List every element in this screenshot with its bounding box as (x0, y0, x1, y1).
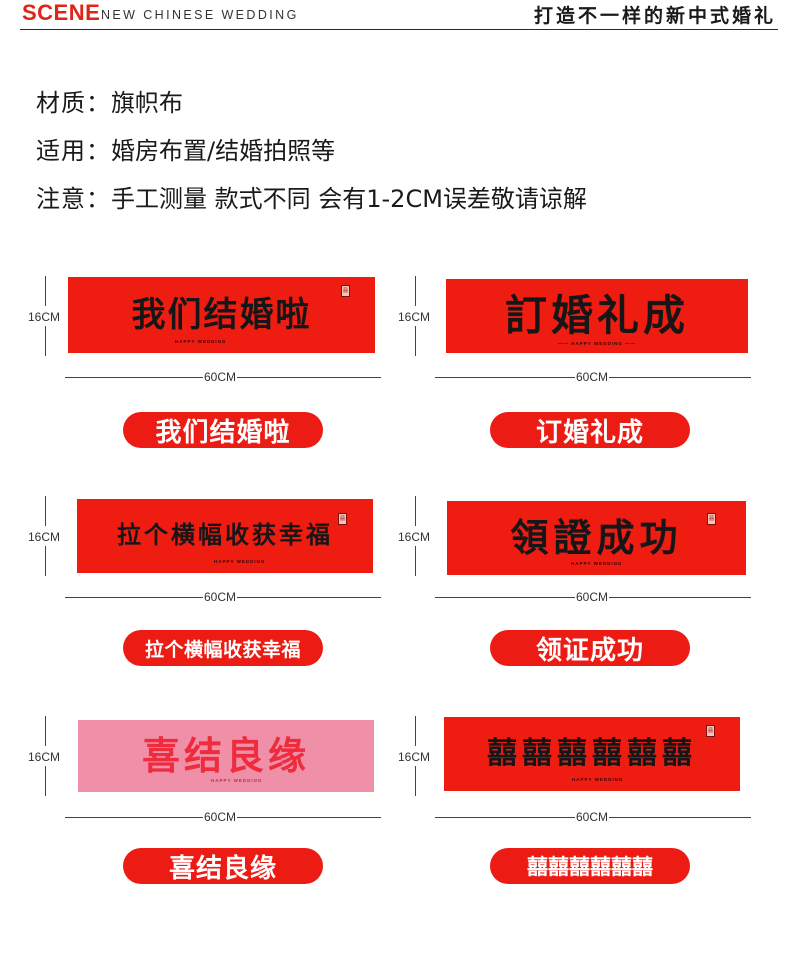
spec-usage: 适用：婚房布置/结婚拍照等 (36, 124, 587, 172)
spec-value: 婚房布置/结婚拍照等 (111, 136, 336, 165)
seal-stamp: 囍 (341, 285, 350, 297)
height-dimension-line (45, 276, 46, 306)
width-dimension-label: 60CM (575, 370, 610, 384)
spec-note: 注意：手工测量 款式不同 会有1-2CM误差敬请谅解 (36, 172, 587, 220)
banner-tagline: HAPPY WEDDING (211, 778, 263, 783)
height-dimension-line (415, 716, 416, 746)
spec-list: 材质：旗帜布 适用：婚房布置/结婚拍照等 注意：手工测量 款式不同 会有1-2C… (36, 76, 587, 220)
product-card: 16CM 拉个横幅收获幸福 HAPPY WEDDING 囍 60CM 拉个横幅收… (20, 490, 390, 710)
width-dimension-label: 60CM (203, 810, 238, 824)
height-dimension-line (415, 276, 416, 306)
spec-value: 手工测量 款式不同 会有1-2CM误差敬请谅解 (111, 184, 587, 213)
seal-stamp: 囍 (707, 513, 716, 525)
banner-tagline: HAPPY WEDDING (175, 339, 227, 344)
width-dimension-label: 60CM (575, 590, 610, 604)
height-dimension-line (45, 716, 46, 746)
height-dimension-label: 16CM (398, 310, 431, 324)
banner-preview[interactable]: 我们结婚啦 HAPPY WEDDING 囍 (68, 277, 375, 353)
banner-calligraphy: 我们结婚啦 (131, 294, 312, 335)
product-name-button[interactable]: 领证成功 (490, 630, 690, 666)
height-dimension-label: 16CM (28, 750, 61, 764)
spec-key: 材质： (36, 88, 111, 117)
banner-calligraphy: 囍囍囍囍囍囍 (487, 736, 697, 771)
height-dimension-line (45, 496, 46, 526)
height-dimension-line (415, 326, 416, 356)
product-name-button[interactable]: 订婚礼成 (490, 412, 690, 448)
height-dimension-line (415, 766, 416, 796)
banner-tagline: —— HAPPY WEDDING —— (558, 341, 636, 346)
banner-preview[interactable]: 領證成功 HAPPY WEDDING 囍 (447, 501, 746, 575)
banner-calligraphy: 領證成功 (510, 514, 683, 560)
banner-preview[interactable]: 訂婚礼成 —— HAPPY WEDDING —— (446, 279, 748, 353)
seal-stamp: 囍 (338, 513, 347, 525)
product-card: 16CM 喜结良缘 HAPPY WEDDING 60CM 喜结良缘 (20, 710, 390, 930)
height-dimension-line (415, 546, 416, 576)
product-name-button[interactable]: 喜结良缘 (123, 848, 323, 884)
product-card: 16CM 領證成功 HAPPY WEDDING 囍 60CM 领证成功 (390, 490, 760, 710)
brand-logo-text: SCENE (22, 0, 101, 25)
banner-tagline: HAPPY WEDDING (571, 561, 623, 566)
banner-tagline: HAPPY WEDDING (214, 559, 266, 564)
height-dimension-line (415, 496, 416, 526)
product-name-button[interactable]: 囍囍囍囍囍囍 (490, 848, 690, 884)
height-dimension-line (45, 546, 46, 576)
product-name-button[interactable]: 我们结婚啦 (123, 412, 323, 448)
width-dimension-label: 60CM (203, 590, 238, 604)
width-dimension-label: 60CM (203, 370, 238, 384)
height-dimension-label: 16CM (28, 310, 61, 324)
banner-tagline: HAPPY WEDDING (572, 777, 624, 782)
spec-key: 注意： (36, 184, 111, 213)
product-name-button[interactable]: 拉个横幅收获幸福 (123, 630, 323, 666)
header-slogan: 打造不一样的新中式婚礼 (533, 5, 776, 27)
brand-subtitle: NEW CHINESE WEDDING (101, 8, 299, 22)
page-header: SCENE NEW CHINESE WEDDING 打造不一样的新中式婚礼 (20, 0, 778, 30)
height-dimension-label: 16CM (398, 530, 431, 544)
height-dimension-line (45, 326, 46, 356)
spec-value: 旗帜布 (111, 88, 183, 117)
banner-preview[interactable]: 喜结良缘 HAPPY WEDDING (78, 720, 374, 792)
height-dimension-label: 16CM (28, 530, 61, 544)
banner-calligraphy: 喜结良缘 (141, 732, 310, 778)
banner-preview[interactable]: 囍囍囍囍囍囍 HAPPY WEDDING 囍 (444, 717, 740, 791)
height-dimension-label: 16CM (398, 750, 431, 764)
banner-preview[interactable]: 拉个横幅收获幸福 HAPPY WEDDING 囍 (77, 499, 373, 573)
seal-stamp: 囍 (706, 725, 715, 737)
product-card: 16CM 我们结婚啦 HAPPY WEDDING 囍 60CM 我们结婚啦 (20, 270, 390, 490)
height-dimension-line (45, 766, 46, 796)
banner-calligraphy: 訂婚礼成 (504, 290, 689, 340)
spec-key: 适用： (36, 136, 111, 165)
banner-calligraphy: 拉个横幅收获幸福 (117, 519, 333, 549)
product-card: 16CM 囍囍囍囍囍囍 HAPPY WEDDING 囍 60CM 囍囍囍囍囍囍 (390, 710, 760, 930)
spec-material: 材质：旗帜布 (36, 76, 587, 124)
product-card: 16CM 訂婚礼成 —— HAPPY WEDDING —— 60CM 订婚礼成 (390, 270, 760, 490)
width-dimension-label: 60CM (575, 810, 610, 824)
